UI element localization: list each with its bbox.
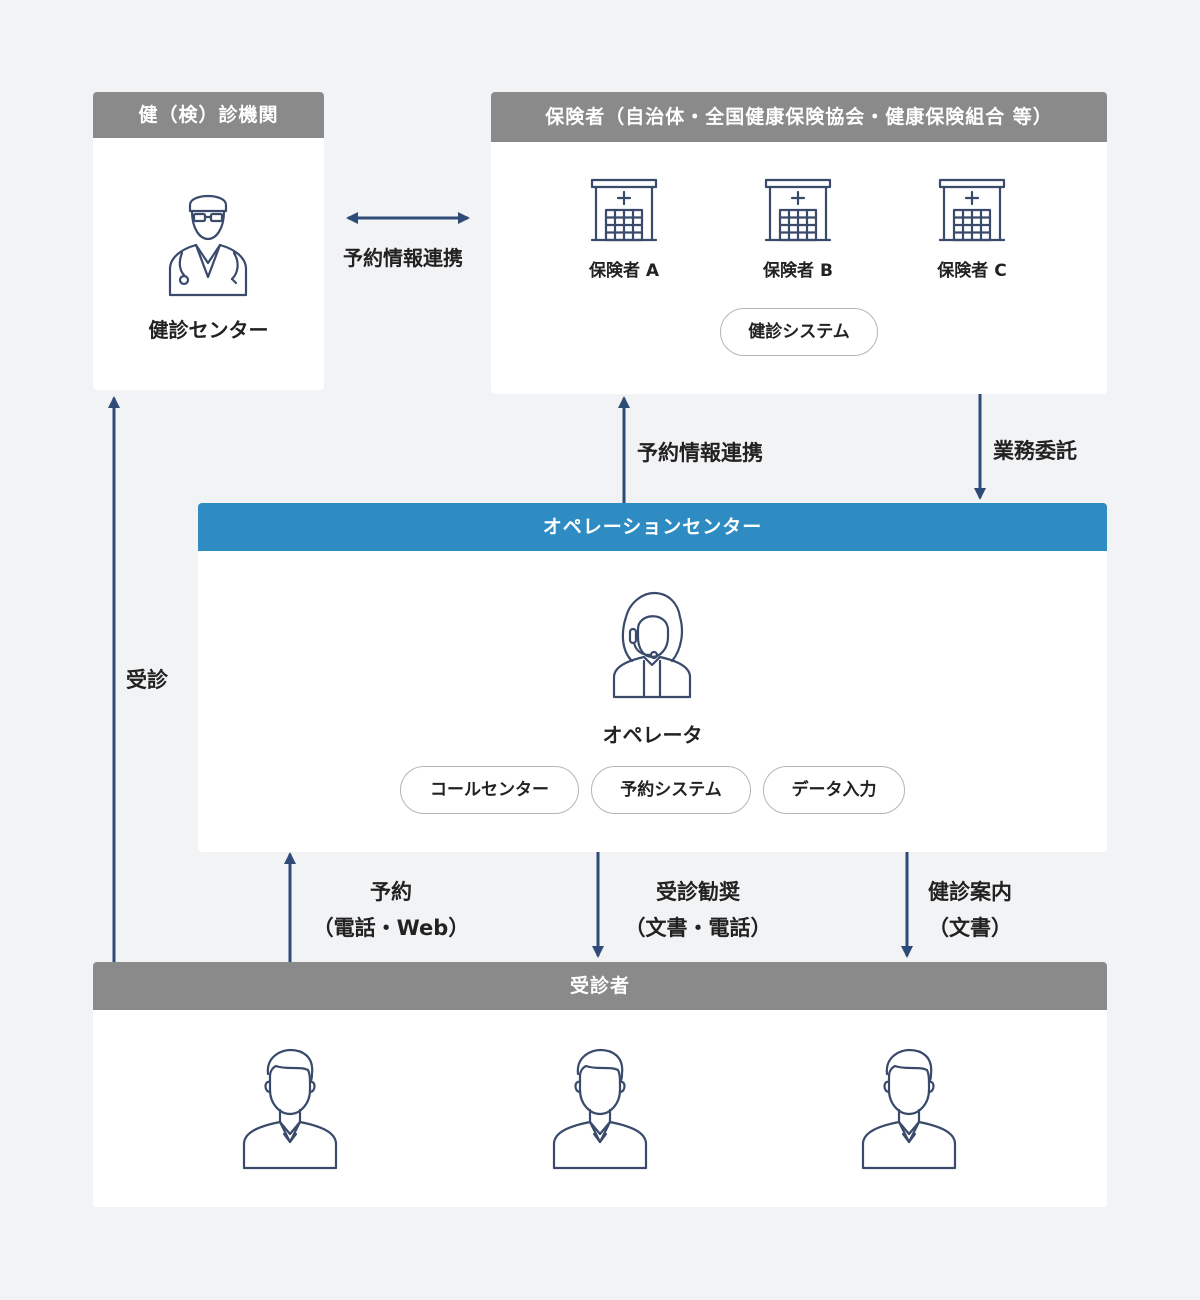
guidance-label-line2: （文書） [928, 916, 1012, 940]
operator-label: オペレータ [602, 723, 703, 747]
examinees-header: 受診者 [93, 962, 1107, 1010]
clinic-box: 健（検）診機関 健診センター [93, 92, 324, 390]
clinic-name: 健診センター [148, 318, 269, 342]
recommendation-label-line1: 受診勧奨 [656, 880, 740, 904]
insurer-name: 保険者 A [588, 261, 660, 281]
guidance-label-line1: 健診案内 [928, 880, 1012, 904]
operator-headset-icon [612, 591, 692, 699]
operation-pill: データ入力 [763, 766, 905, 814]
insurer-name: 保険者 B [763, 261, 833, 281]
reservation-label-line1: 予約 [370, 880, 412, 904]
insurer-to-operation-label: 業務委託 [993, 439, 1077, 463]
guidance-label: 健診案内 （文書） [918, 874, 1022, 946]
operation-center-box: オペレーションセンター オペレータ コールセンター予約システムデータ入力 [198, 503, 1107, 852]
examinee-to-clinic-label: 受診 [126, 668, 168, 692]
person-icon [242, 1048, 338, 1170]
clinic-header: 健（検）診機関 [93, 92, 324, 138]
doctor-icon [168, 194, 248, 297]
examinees-box: 受診者 [93, 962, 1107, 1207]
insurer-header: 保険者（自治体・全国健康保険協会・健康保険組合 等） [491, 92, 1107, 142]
clinic-insurer-label: 予約情報連携 [343, 246, 463, 270]
operation-pill: コールセンター [400, 766, 579, 814]
hospital-building-icon [938, 178, 1006, 242]
recommendation-label-line2: （文書・電話） [624, 916, 772, 940]
operation-pill: 予約システム [591, 766, 751, 814]
insurer-box: 保険者（自治体・全国健康保険協会・健康保険組合 等） 保険者 A 保険者 B 保険者… [491, 92, 1107, 394]
reservation-label: 予約 （電話・Web） [310, 874, 472, 946]
person-icon [861, 1048, 957, 1170]
recommendation-label: 受診勧奨 （文書・電話） [618, 874, 778, 946]
person-icon [552, 1048, 648, 1170]
hospital-building-icon [590, 178, 658, 242]
insurer-name: 保険者 C [937, 261, 1007, 281]
operation-center-header: オペレーションセンター [198, 503, 1107, 551]
hospital-building-icon [764, 178, 832, 242]
checkup-system-pill: 健診システム [720, 308, 878, 356]
reservation-label-line2: （電話・Web） [312, 916, 470, 940]
operation-to-insurer-label: 予約情報連携 [637, 441, 763, 465]
